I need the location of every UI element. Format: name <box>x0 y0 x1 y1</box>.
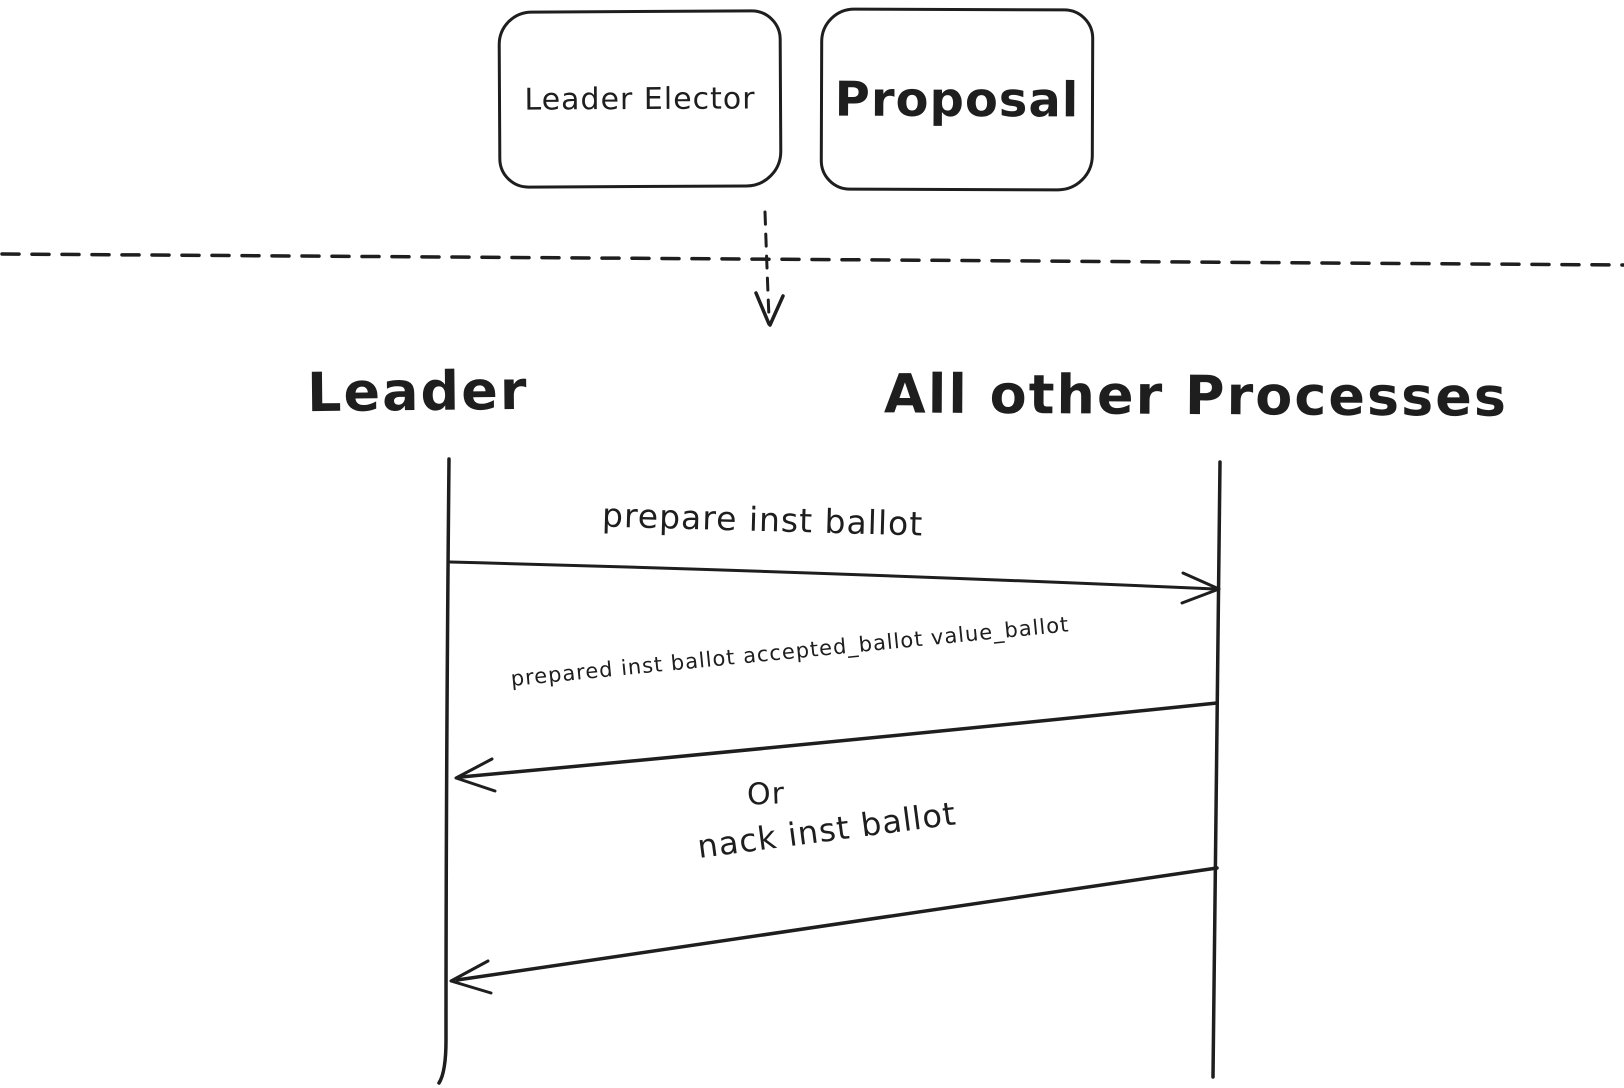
proposal-box: Proposal <box>819 7 1095 192</box>
participant-leader-label: Leader <box>306 358 529 425</box>
message1-arrow-head-icon <box>1180 571 1221 605</box>
down-arrow-stem <box>763 210 771 320</box>
message3-arrow-head-icon <box>449 959 493 995</box>
leader-elector-label: Leader Elector <box>524 80 756 118</box>
alternative-or-label: Or <box>746 776 786 813</box>
proposal-label: Proposal <box>834 71 1080 128</box>
down-arrow-head-icon <box>754 291 785 327</box>
participant-others-label: All other Processes <box>883 362 1509 429</box>
message1-arrow-shaft <box>448 560 1217 591</box>
message2-arrow-shaft <box>459 701 1219 779</box>
message3-arrow-shaft <box>455 866 1219 982</box>
dashed-separator-line <box>0 252 1624 267</box>
message2-arrow-head-icon <box>454 757 497 793</box>
others-lifeline <box>1211 460 1222 1079</box>
leader-lifeline <box>437 457 451 1085</box>
leader-elector-box: Leader Elector <box>497 9 783 189</box>
